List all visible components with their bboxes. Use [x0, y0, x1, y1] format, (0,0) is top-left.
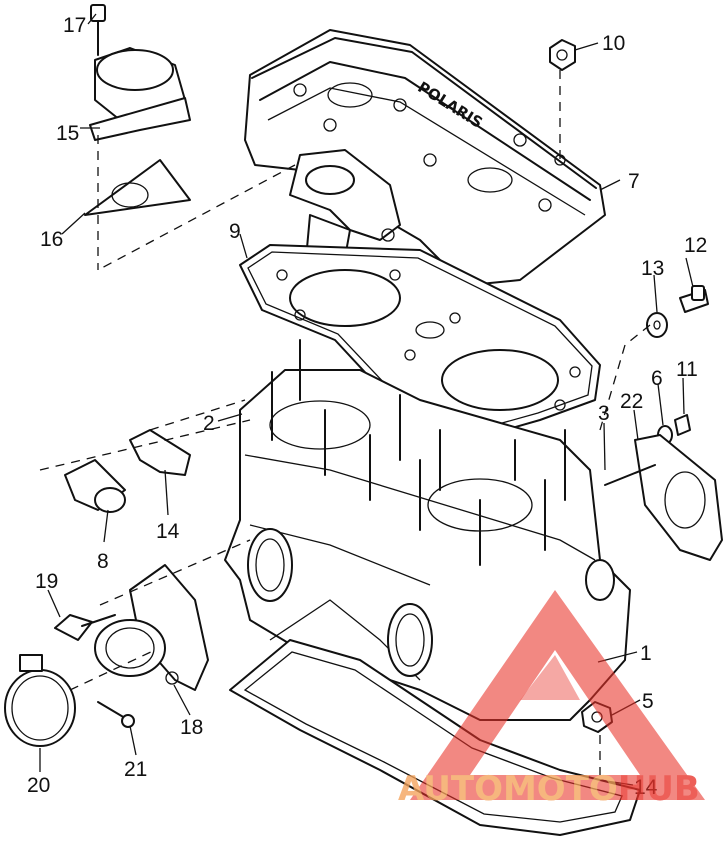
sleeve-8	[64, 459, 126, 513]
callout-15: 15	[56, 122, 79, 145]
cylinder-cover: POLARIS	[244, 29, 606, 286]
watermark-text-automoto: AUTOMOTO	[398, 769, 618, 809]
nut-11	[674, 414, 691, 436]
callout-21: 21	[124, 758, 147, 781]
watermark-text-hub: HUB	[618, 769, 700, 809]
callout-11: 11	[676, 358, 698, 381]
callout-8: 8	[97, 550, 109, 573]
callout-19: 19	[35, 570, 58, 593]
exhaust-gasket-22	[634, 434, 723, 561]
head-gasket	[239, 244, 601, 441]
thermostat-cover-assembly	[84, 4, 191, 216]
callout-6: 6	[651, 367, 663, 390]
callout-7: 7	[628, 170, 640, 193]
stud-3	[604, 464, 656, 486]
screw-21	[97, 701, 135, 728]
assembly-guide-lines	[39, 70, 651, 775]
cylinder-studs	[271, 339, 566, 566]
hose-clamp-20	[4, 654, 76, 747]
watermark-triangle-logo	[410, 590, 705, 800]
callout-16: 16	[40, 228, 63, 251]
bolt-12	[679, 285, 709, 313]
svg-text:AUTOMOTOHUB: AUTOMOTOHUB	[398, 769, 700, 809]
callout-14-sensor: 14	[156, 520, 180, 543]
callout-17: 17	[63, 14, 86, 37]
callout-12: 12	[684, 234, 707, 257]
callout-2: 2	[203, 412, 215, 435]
callout-10: 10	[602, 32, 625, 55]
callout-3: 3	[598, 402, 610, 425]
callout-9: 9	[229, 220, 241, 243]
intake-flange	[94, 564, 209, 691]
bolt-19	[54, 614, 116, 641]
callout-22: 22	[620, 390, 643, 413]
cap-nut-10	[549, 39, 576, 71]
callout-1: 1	[640, 642, 652, 665]
callout-18: 18	[180, 716, 203, 739]
automotohub-watermark: AUTOMOTOHUB	[398, 590, 705, 809]
callout-13: 13	[641, 257, 664, 280]
washer-13	[646, 312, 668, 338]
callout-5: 5	[642, 690, 654, 713]
callout-20: 20	[27, 774, 50, 797]
